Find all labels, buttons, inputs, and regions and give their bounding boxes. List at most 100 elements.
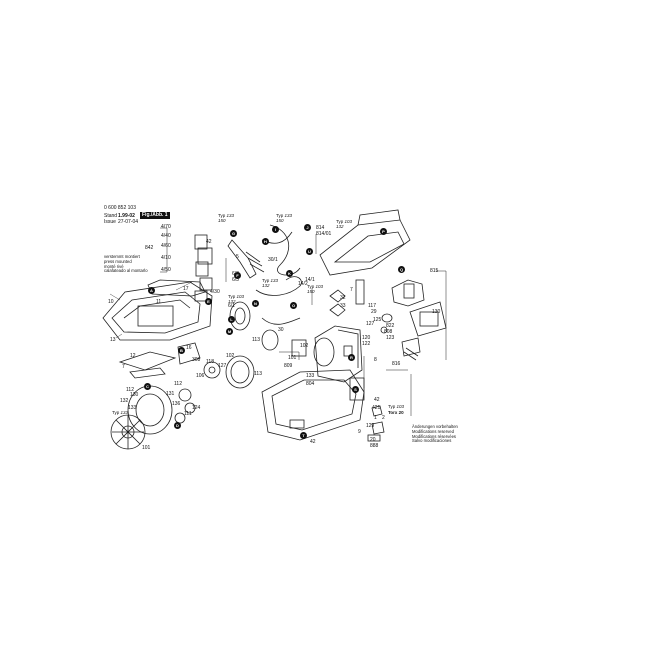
part-number: 111 [184, 411, 192, 417]
spring-clamp [391, 279, 425, 307]
part-number: 129 [366, 423, 375, 429]
stand-value: 1.99-02 [118, 213, 135, 219]
part-number: 20 [370, 437, 376, 443]
issue-label: Issue [104, 219, 116, 225]
circle-marker: F [234, 272, 241, 279]
torx-label: Torx 20 [388, 410, 404, 415]
change-note-line: Modifications réservées [412, 433, 456, 439]
part-number: 42 [206, 239, 212, 245]
typ-label: Typ 103 [388, 404, 405, 409]
typ-label: Typ 133 [112, 410, 129, 415]
part-number: 4/30 [210, 289, 220, 295]
cover-part [147, 279, 206, 297]
circle-marker: B [178, 347, 185, 354]
circle-marker: O [290, 302, 297, 309]
part-number: 131 [166, 391, 175, 397]
part-number: 127 [366, 321, 375, 327]
housing-tray [102, 281, 213, 341]
part-number: 1 [374, 415, 377, 421]
part-number: 122 [362, 341, 371, 347]
circle-marker: E [205, 298, 212, 305]
circle-marker: H [262, 238, 269, 245]
part-number: 16 [186, 345, 192, 351]
change-note-line: Modifications reserved [412, 428, 454, 434]
legend-line: calafateado al montarlo [104, 268, 148, 274]
part-number: 112 [126, 387, 134, 393]
part-number: 127 [218, 363, 227, 369]
part-number: 8 [374, 357, 377, 363]
part-number: 117 [368, 303, 376, 309]
part-number: 13 [110, 337, 116, 343]
circle-marker: Q [398, 266, 405, 273]
part-number: 113 [252, 337, 260, 343]
part-number: 123 [386, 335, 395, 341]
part-number: 14/1 [305, 277, 315, 283]
issue-value: 27-07-04 [118, 219, 139, 225]
stand-label: Stand [104, 213, 118, 219]
circle-marker: T [300, 432, 307, 439]
part-number: 32 [340, 295, 346, 301]
part-number: 814/01 [316, 231, 332, 237]
part-number: 14/2 [298, 281, 308, 287]
part-number: 7 [350, 287, 353, 293]
part-number: 4/60 [161, 243, 171, 249]
circle-marker: S [352, 386, 359, 393]
part-number: 42 [310, 439, 316, 445]
part-number: 132 [120, 398, 129, 404]
part-number: 133 [306, 373, 315, 379]
part-number: 10 [108, 299, 114, 305]
circle-marker: N [252, 300, 259, 307]
legend-line: press mounted [104, 258, 132, 264]
upper-housing [319, 219, 411, 276]
part-number: 815 [430, 268, 439, 274]
part-number: 42 [374, 397, 380, 403]
circle-marker: I [272, 226, 279, 233]
part-number: 133 [128, 405, 137, 411]
part-number: 124 [192, 405, 201, 411]
circle-marker: P [380, 228, 387, 235]
circle-marker: K [286, 270, 293, 277]
part-number: 804 [306, 381, 315, 387]
part-number: 308 [192, 357, 201, 363]
part-number: 4/50 [161, 267, 171, 273]
part-number: 5 [236, 254, 239, 260]
part-number: 6/3 [232, 277, 239, 283]
circle-marker: R [348, 354, 355, 361]
part-number: 888 [370, 443, 379, 449]
part-number: 2 [382, 415, 385, 421]
part-number: 102 [226, 353, 235, 359]
circle-marker: C [144, 383, 151, 390]
part-number: 7 [122, 364, 125, 370]
part-number: 9 [358, 429, 361, 435]
part-number: 130 [432, 309, 441, 315]
circle-marker: G [230, 230, 237, 237]
part-number: 130 [130, 392, 139, 398]
part-number: 4/10 [161, 255, 171, 261]
part-number: 822 [386, 323, 395, 329]
part-number: 120 [362, 335, 371, 341]
base-housing [261, 369, 365, 441]
part-number: 809 [284, 363, 293, 369]
part-number: 125 [373, 317, 382, 323]
legend-line: monté rivé [104, 263, 124, 269]
part-number: 6/1 [228, 303, 235, 309]
change-note: Änderungen vorbehalten Modifications res… [412, 424, 458, 444]
part-number: 17 [183, 286, 189, 292]
part-number: 29 [371, 309, 377, 315]
part-number: 102 [300, 343, 309, 349]
part-number: 118 [206, 359, 214, 365]
part-number: 101 [288, 355, 297, 361]
change-note-line: Salvo modificaciones [412, 438, 452, 444]
part-number: 30 [278, 327, 284, 333]
main-housing [314, 325, 363, 383]
part-number: 842 [145, 245, 154, 251]
part-number: 12 [130, 353, 136, 359]
circle-marker: M [226, 328, 233, 335]
